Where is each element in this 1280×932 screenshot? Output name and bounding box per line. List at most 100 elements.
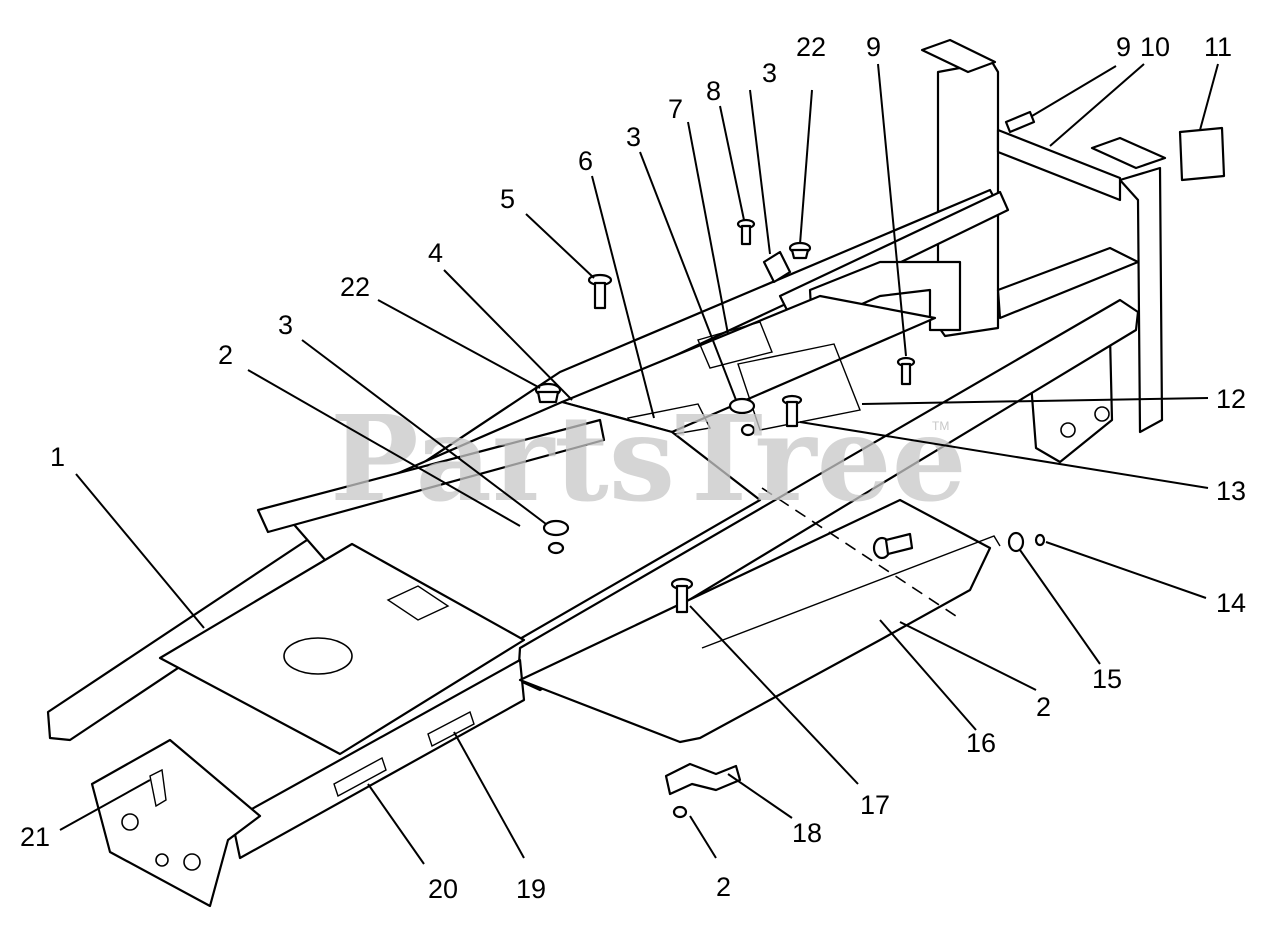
leader-1 (75, 473, 205, 629)
skid-plate-rod (701, 535, 1001, 649)
front-plate-center-hole (283, 637, 353, 675)
leader-2b (899, 621, 1037, 691)
callout-9b: 9 (1116, 32, 1131, 62)
leader-3b (639, 151, 737, 401)
bolt-9-center (896, 356, 916, 386)
rear-upright-right-tab (1090, 136, 1167, 170)
leader-5 (525, 213, 595, 279)
bolt-17 (670, 577, 694, 614)
bumper-pin (149, 768, 167, 808)
cap-22-left (534, 382, 562, 404)
watermark-text: PartsTree (330, 389, 967, 528)
callout-12: 12 (1216, 384, 1246, 414)
hitch-hole-1 (1060, 422, 1076, 438)
callout-7: 7 (668, 94, 683, 124)
leader-21 (59, 779, 151, 831)
leader-lines (59, 63, 1219, 865)
callout-22a: 22 (796, 32, 826, 62)
lower-front-rail (230, 658, 526, 860)
bolt-13 (781, 394, 803, 428)
leader-18 (727, 773, 793, 819)
nut-2-mid (740, 423, 756, 437)
leader-17 (689, 605, 859, 785)
leader-16 (879, 619, 977, 731)
washer-3-mid (728, 397, 756, 415)
front-plate-slot (386, 585, 450, 621)
slot-19 (427, 710, 475, 748)
callout-8: 8 (706, 76, 721, 106)
callout-3a: 3 (278, 310, 293, 340)
leader-9a (877, 63, 907, 357)
frame-drawing (46, 38, 1226, 908)
bumper-hole-1 (121, 813, 139, 831)
leader-2c (689, 815, 717, 859)
callout-2a: 2 (218, 340, 233, 370)
callout-1: 1 (50, 442, 65, 472)
nut-2-left (547, 541, 565, 555)
rear-upright-top-tab (920, 38, 997, 74)
callout-13: 13 (1216, 476, 1246, 506)
callout-2c: 2 (716, 872, 731, 902)
callout-3c: 3 (762, 58, 777, 88)
leader-22b (377, 299, 541, 389)
callout-3b: 3 (626, 122, 641, 152)
callout-21: 21 (20, 822, 50, 852)
leader-15 (1019, 549, 1101, 665)
bumper-hole-3 (183, 853, 201, 871)
decal-11 (1178, 126, 1226, 182)
bumper-hole-2 (155, 853, 169, 867)
cap-22-top (788, 241, 812, 260)
hitch-hole-2 (1094, 406, 1110, 422)
leader-3a (301, 339, 547, 525)
callout-4: 4 (428, 238, 443, 268)
callout-17: 17 (860, 790, 890, 820)
washer-3-left (542, 519, 570, 537)
leader-11 (1199, 63, 1219, 131)
leader-3c (749, 89, 771, 255)
leader-20 (367, 783, 425, 865)
leader-6 (591, 175, 655, 419)
decal-7-outline (697, 321, 773, 369)
bolt-skid (872, 532, 914, 560)
callout-6: 6 (578, 146, 593, 176)
leader-12 (861, 397, 1209, 405)
callout-9a: 9 (866, 32, 881, 62)
leader-14 (1045, 541, 1207, 599)
bracket-18 (664, 762, 742, 796)
rear-crossmember (996, 128, 1122, 202)
slot-20 (333, 756, 387, 798)
callout-15: 15 (1092, 664, 1122, 694)
leader-8 (719, 105, 745, 221)
front-bumper (90, 738, 262, 908)
callout-18: 18 (792, 818, 822, 848)
rear-floor (996, 246, 1140, 320)
callout-10: 10 (1140, 32, 1170, 62)
leader-4 (443, 269, 573, 401)
bolt-5 (587, 273, 613, 310)
skid-plate (518, 498, 992, 744)
spacer-3-top (762, 250, 792, 284)
pin-15 (1007, 531, 1025, 553)
callout-16: 16 (966, 728, 996, 758)
leader-22a (799, 89, 813, 245)
leader-2a (247, 369, 521, 527)
leader-9b (1031, 65, 1117, 117)
rear-upright-right (1118, 166, 1164, 434)
clip-14 (1034, 533, 1046, 547)
leader-19 (453, 731, 525, 859)
leader-10 (1049, 63, 1145, 147)
leader-7 (687, 121, 729, 335)
bolt-8 (736, 218, 756, 246)
leader-13 (799, 421, 1209, 489)
callout-14: 14 (1216, 588, 1246, 618)
callout-2b: 2 (1036, 692, 1051, 722)
callout-20: 20 (428, 874, 458, 904)
nut-2-bottom (672, 805, 688, 819)
callout-22b: 22 (340, 272, 370, 302)
watermark-trademark: TM (932, 419, 949, 433)
callout-5: 5 (500, 184, 515, 214)
callout-numbers: 1 2 2 2 3 3 3 4 5 6 7 8 9 9 10 11 12 13 … (20, 32, 1246, 904)
callout-11: 11 (1204, 32, 1232, 62)
bolt-9-rear (1004, 110, 1036, 134)
